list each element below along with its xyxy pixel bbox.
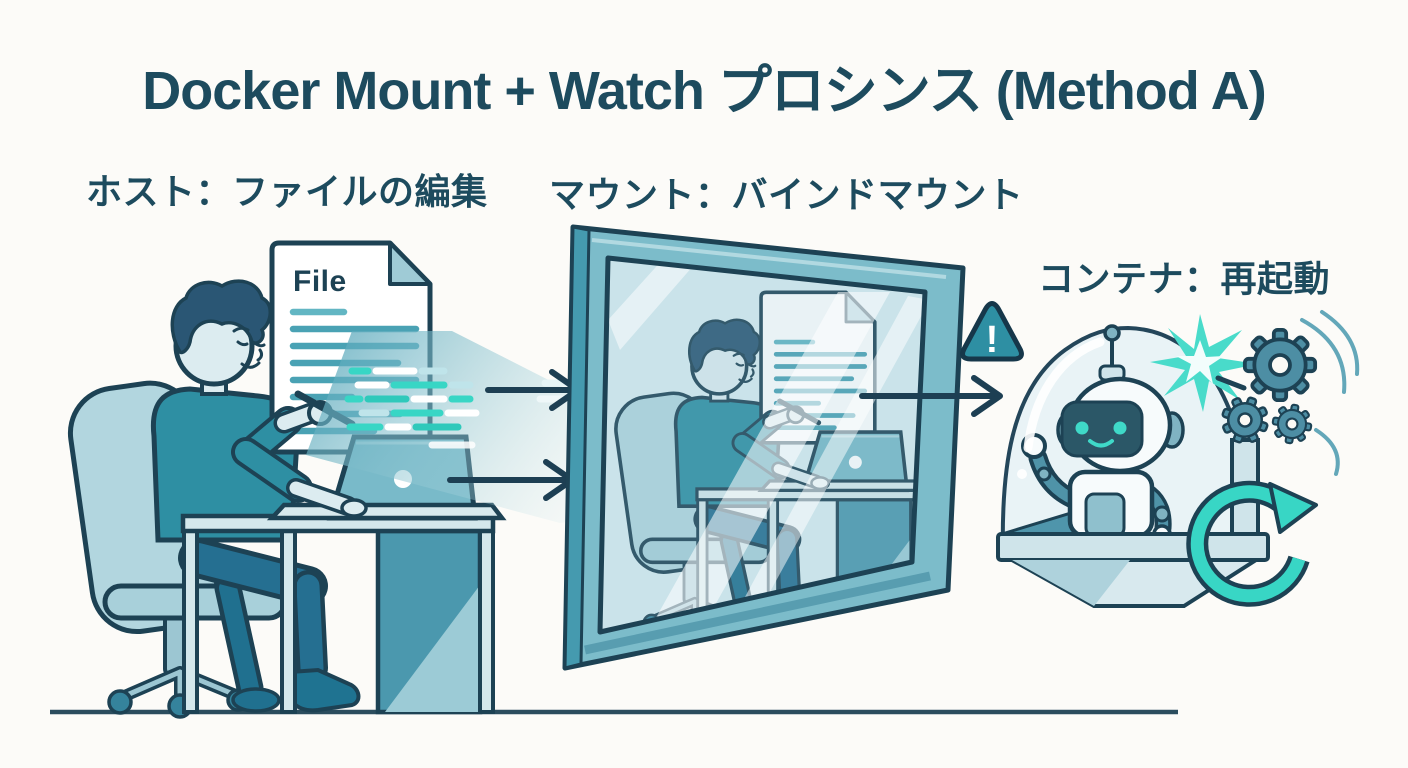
dome-highlight (1023, 337, 1105, 453)
robot-icon (1021, 324, 1185, 544)
page-title: Docker Mount + Watch プロシンス (Method A) (142, 61, 1266, 121)
glass-streak (648, 292, 890, 632)
file-document-label: File (293, 265, 347, 298)
mirror-frame-side (563, 225, 591, 670)
robot-face-screen (1060, 400, 1144, 458)
glass-streak (726, 296, 925, 632)
robot-eye (1113, 421, 1127, 435)
arrow-right-icon (971, 375, 1003, 417)
mount-section-label: マウント：バインドマウント (549, 174, 1024, 215)
gear-icon (1242, 327, 1318, 403)
gear-icon (1268, 400, 1316, 448)
container-section-label: コンテナ：再起動 (1038, 258, 1331, 299)
host-section-label: ホスト：ファイルの編集 (86, 171, 488, 212)
motion-arcs (1300, 310, 1360, 476)
warning-triangle-icon: ! (960, 301, 1024, 362)
platform-band (996, 532, 1270, 562)
container-scene (996, 310, 1360, 608)
robot-smile (1088, 439, 1114, 448)
warning-glyph: ! (986, 319, 999, 361)
glass-streak (608, 258, 700, 350)
mount-scene (562, 224, 966, 671)
arrow-mount-to-container (859, 375, 1003, 417)
robot-chest-panel (1084, 492, 1126, 538)
mirror-reflection (600, 258, 925, 632)
spark-burst-icon (1150, 314, 1258, 412)
restart-arrow-icon (1186, 480, 1318, 607)
robot-eye (1075, 421, 1089, 435)
